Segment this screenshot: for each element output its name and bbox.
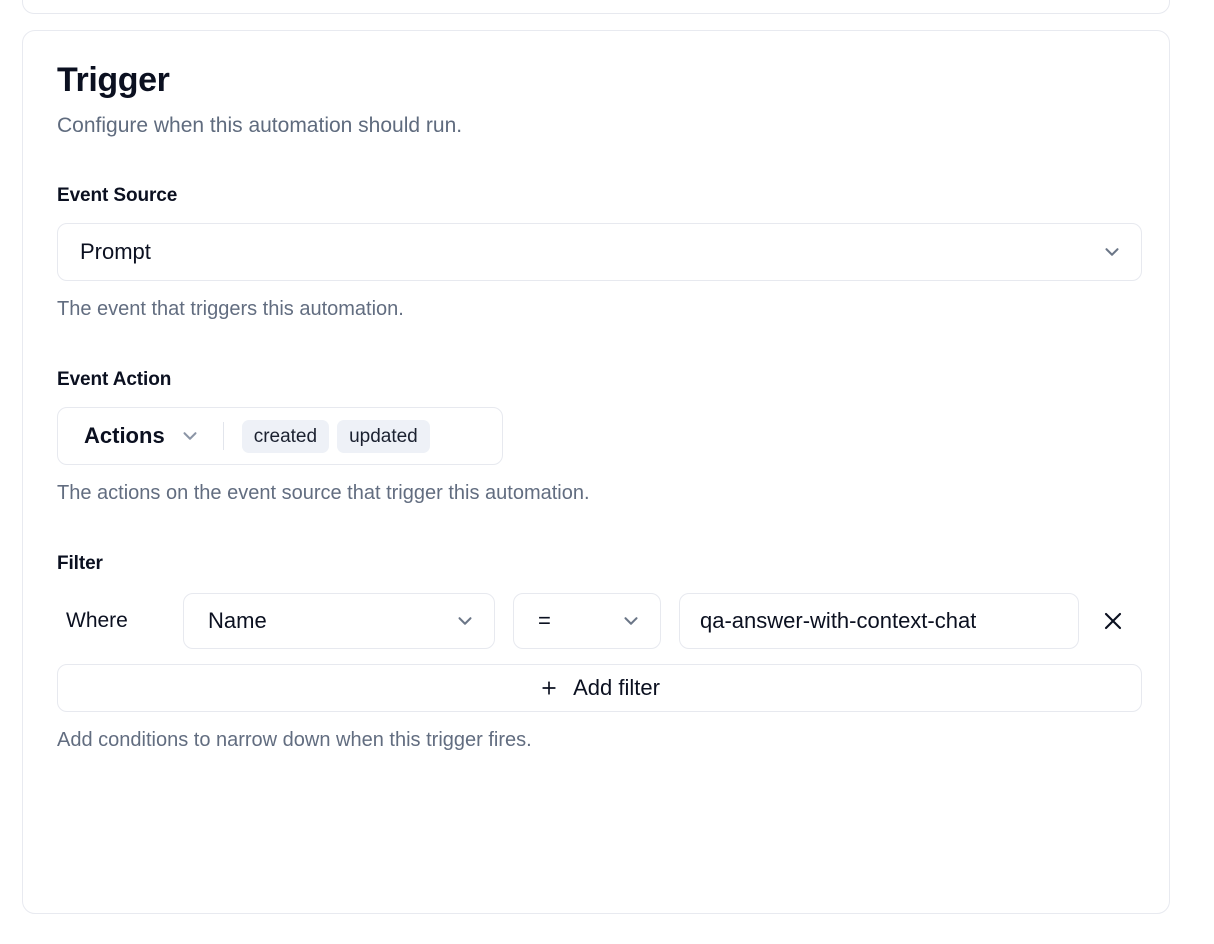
event-source-group: Event Source Prompt The event that trigg… (57, 185, 1142, 321)
combo-divider (222, 422, 224, 451)
event-action-combo[interactable]: Actions created updated (57, 407, 503, 466)
filter-field-value: Name (208, 608, 267, 634)
event-action-help: The actions on the event source that tri… (57, 482, 590, 505)
filter-help: Add conditions to narrow down when this … (57, 729, 532, 752)
filter-value-input[interactable]: qa-answer-with-context-chat (679, 593, 1079, 650)
filter-operator-select[interactable]: = (513, 593, 661, 650)
event-action-combo-label: Actions (84, 423, 165, 449)
event-source-help: The event that triggers this automation. (57, 298, 404, 321)
filter-field-select[interactable]: Name (183, 593, 495, 650)
event-source-value: Prompt (80, 239, 151, 265)
status-badge[interactable]: created (241, 419, 330, 453)
trigger-card: Trigger Configure when this automation s… (22, 30, 1170, 914)
filter-label: Filter (57, 553, 103, 575)
add-filter-button[interactable]: Add filter (57, 664, 1142, 713)
filter-value-text: qa-answer-with-context-chat (700, 608, 977, 634)
event-source-select[interactable]: Prompt (57, 223, 1142, 282)
chevron-down-icon (620, 610, 642, 632)
filter-operator-value: = (538, 608, 551, 634)
remove-filter-button[interactable] (1093, 601, 1133, 641)
chevron-down-icon (1101, 241, 1123, 263)
partial-card-above (22, 0, 1170, 14)
chevron-down-icon[interactable] (179, 425, 201, 447)
plus-icon (539, 678, 559, 698)
status-badge[interactable]: updated (337, 419, 430, 453)
chevron-down-icon (454, 610, 476, 632)
filter-row: Where Name = qa-answer-with-context-chat (57, 593, 1135, 650)
filter-group: Filter Where Name = qa-answer-with-conte… (57, 553, 1142, 752)
event-action-group: Event Action Actions created updated The… (57, 369, 1135, 505)
event-action-label: Event Action (57, 369, 172, 391)
event-action-badges: created updated (241, 419, 430, 453)
page-title: Trigger (57, 61, 170, 99)
filter-where-label: Where (66, 609, 128, 633)
close-icon (1101, 609, 1125, 633)
add-filter-label: Add filter (573, 675, 660, 701)
page-subtitle: Configure when this automation should ru… (57, 114, 463, 138)
event-source-label: Event Source (57, 185, 178, 207)
